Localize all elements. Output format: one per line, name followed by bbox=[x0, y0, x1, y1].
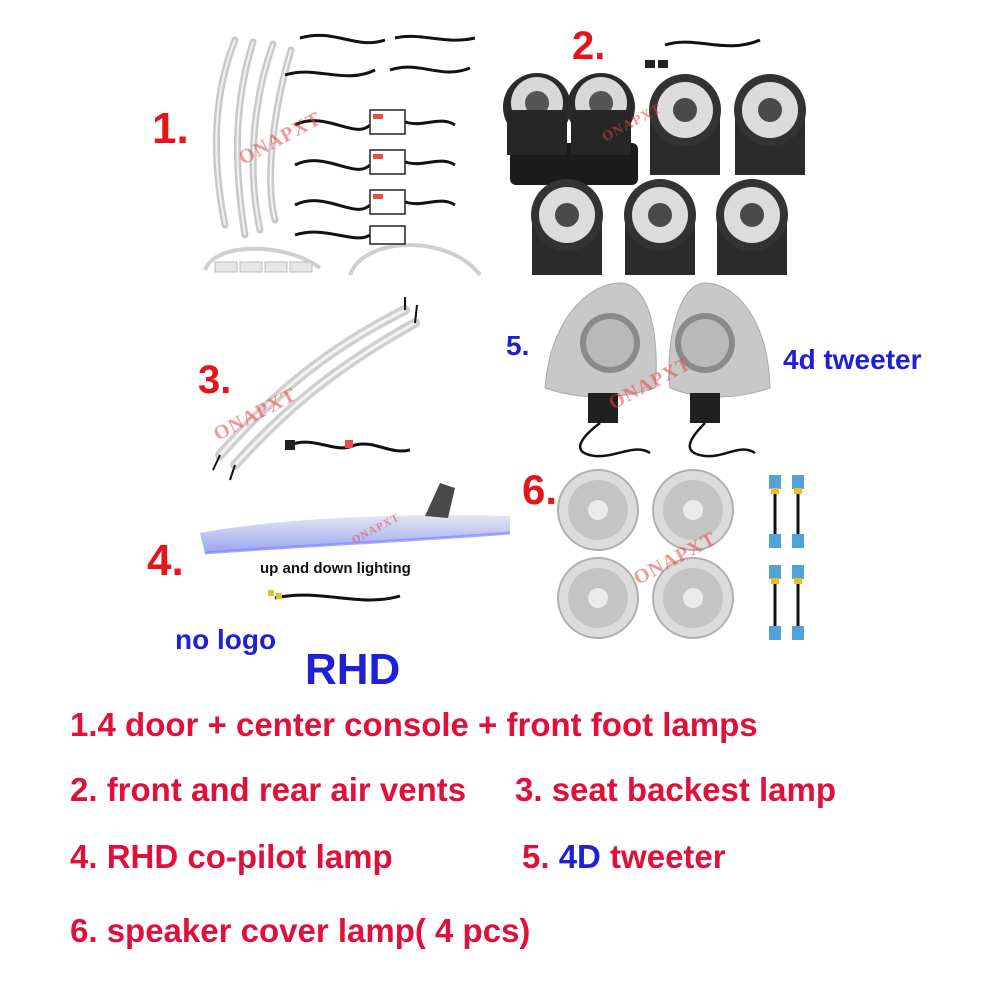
item-number-6: 6. bbox=[522, 466, 558, 513]
up-down-lighting-label: up and down lighting bbox=[260, 560, 411, 577]
rhd-label: RHD bbox=[305, 645, 401, 694]
tweeter-label: 4d tweeter bbox=[783, 344, 922, 375]
item-number-1: 1. bbox=[152, 104, 189, 153]
seat-backrest-lamp-image bbox=[212, 297, 420, 481]
no-logo-label: no logo bbox=[175, 624, 277, 655]
speaker-covers-image bbox=[557, 469, 804, 640]
caption-tweeter-4d: 4D bbox=[558, 838, 601, 875]
item-number-2: 2. bbox=[572, 24, 606, 68]
caption-tweeter-prefix: 5. bbox=[522, 838, 559, 875]
caption-air-vents: 2. front and rear air vents bbox=[70, 771, 467, 808]
caption-tweeter-suffix: tweeter bbox=[600, 838, 726, 875]
ambient-light-strips-image bbox=[203, 33, 482, 277]
caption-tweeter: 5. 4D tweeter bbox=[522, 838, 726, 876]
caption-line-1: 1.4 door + center console + front foot l… bbox=[70, 706, 758, 743]
air-vents-image bbox=[503, 38, 806, 275]
item-number-3: 3. bbox=[198, 358, 232, 402]
caption-seat-backrest: 3. seat backest lamp bbox=[515, 771, 837, 808]
item-number-5: 5. bbox=[506, 330, 530, 361]
caption-speaker-cover: 6. speaker cover lamp( 4 pcs) bbox=[70, 912, 531, 949]
co-pilot-lamp-image bbox=[200, 483, 511, 602]
tweeter-image bbox=[544, 282, 771, 458]
item-number-4: 4. bbox=[147, 536, 184, 585]
caption-co-pilot: 4. RHD co-pilot lamp bbox=[70, 838, 393, 875]
